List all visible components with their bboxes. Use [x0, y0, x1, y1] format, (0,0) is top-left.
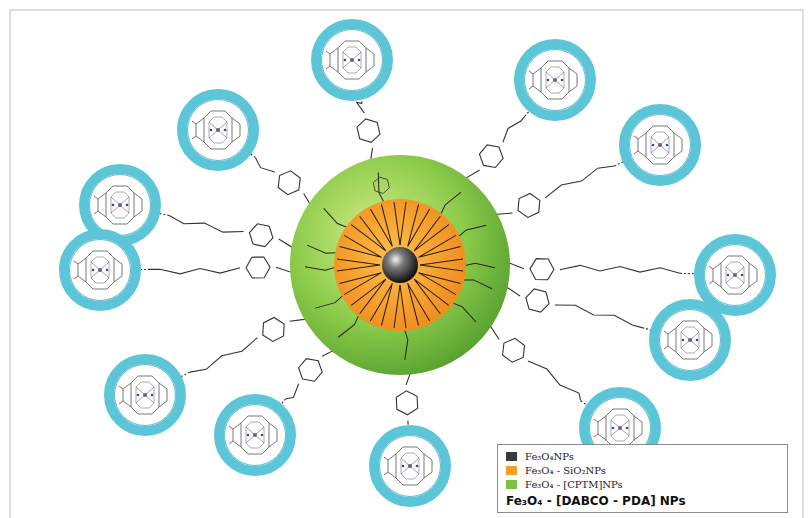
legend-row: Fe₃O₄ - SiO₂NPs: [506, 464, 779, 477]
cptm-shell: [290, 155, 510, 375]
product-label: Fe₃O₄ - [DABCO - PDA] NPs: [506, 494, 779, 508]
legend-box: Fe₃O₄NPsFe₃O₄ - SiO₂NPsFe₃O₄ - [CPTM]NPs…: [497, 444, 788, 513]
silica-shell: [334, 199, 466, 331]
legend-row: Fe₃O₄ - [CPTM]NPs: [506, 478, 779, 491]
star-linkers: [337, 202, 463, 328]
frame: [10, 10, 803, 518]
inner-chains: [305, 171, 495, 360]
pd-complex-rings: [64, 24, 771, 502]
legend-row: Fe₃O₄NPs: [506, 450, 779, 463]
legend-swatch: [506, 480, 517, 489]
legend-text: Fe₃O₄NPs: [525, 450, 574, 463]
legend-swatch: [506, 452, 517, 461]
magnetite-core: [382, 247, 418, 283]
legend-swatch: [506, 466, 517, 475]
legend-text: Fe₃O₄ - [CPTM]NPs: [525, 478, 623, 491]
legend-text: Fe₃O₄ - SiO₂NPs: [525, 464, 606, 477]
